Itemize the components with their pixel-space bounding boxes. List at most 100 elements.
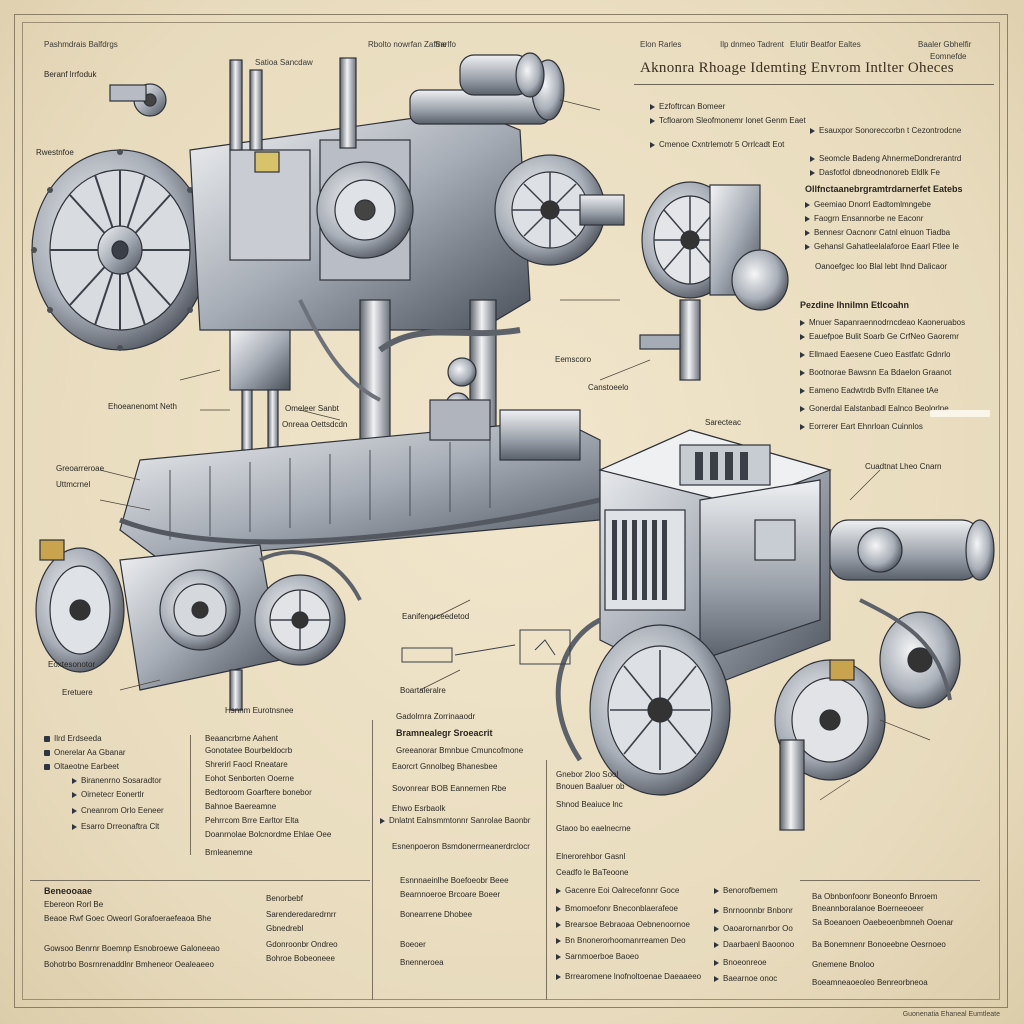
legend-row: Biranenrno Sosaradtor — [72, 776, 162, 786]
square-icon — [44, 736, 50, 742]
section-heading: Ollfnctaanebrgramtrdarnerfet Eatebs — [805, 184, 963, 194]
spec-row: Gacenre Eoi Oalrecefonnr Goce — [556, 886, 679, 896]
inner-border — [22, 22, 1000, 1000]
spec-line: Gtaoo bo eaelnecrne — [556, 824, 631, 833]
upper-turbine-assembly — [31, 52, 625, 451]
section-heading: Beneooaae — [44, 886, 93, 896]
spec-line: Pehrrcom Brre Earltor Elta — [205, 816, 299, 825]
arrow-icon — [805, 244, 810, 250]
spec-line: Sovonrear BOB Eannernen Rbe — [392, 784, 507, 793]
arrow-icon — [714, 976, 719, 982]
spec-row: Sarnmoerboe Baoeo — [556, 952, 639, 962]
header-label: Eomnefde — [930, 52, 967, 61]
spec-row: Brearsoe Bebraoaa Oebnenoornoe — [556, 920, 690, 930]
spec-line: Gdonroonbr Ondreo — [266, 940, 338, 949]
spec-row: Mnuer Sapanraennodrncdeao Kaoneruabos — [800, 318, 965, 328]
legend-row: Cneanrom Orlo Eeneer — [72, 806, 164, 816]
spec-line: Boeoer — [400, 940, 426, 949]
callout-label: Omeleer Sanbt — [285, 404, 339, 413]
arrow-icon — [714, 960, 719, 966]
arrow-icon — [556, 954, 561, 960]
arrow-icon — [556, 938, 561, 944]
header-label: Elon Rarles — [640, 40, 682, 49]
callout-label: Cuadtnat Lheo Cnarn — [865, 462, 942, 471]
spec-row: Geemiao Dnorrl Eadtomlmngebe — [805, 200, 931, 210]
arrow-icon — [800, 370, 805, 376]
header-label: Rbolto nowrfan Zaftne — [368, 40, 447, 49]
arrow-icon — [805, 230, 810, 236]
callout-label: Ehoeanenomt Neth — [108, 402, 177, 411]
arrow-icon — [800, 352, 805, 358]
spec-row: Esauxpor Sonoreccorbn t Cezontrodcne — [810, 126, 961, 136]
spec-row: Bootnorae Bawsnn Ea Bdaelon Graanot — [800, 368, 951, 378]
arrow-icon — [800, 406, 805, 412]
legend-row: Oirnetecr Eonertlr — [72, 790, 144, 800]
footer-credit: Guonenatia Ehaneal Eumtleate — [902, 1011, 1000, 1018]
inset-schematic — [401, 629, 571, 665]
spec-row: Brrearomene lnofnoltoenae Daeaaeeo — [556, 972, 701, 982]
spec-line: Esnnnaeinlhe Boefoeobr Beee — [400, 876, 509, 885]
outer-border — [14, 14, 1008, 1008]
legend-row: Ilrd Erdseeda — [44, 734, 102, 744]
header-label: Elutir Beatfor Ealtes — [790, 40, 861, 49]
spec-line: Gonotatee Bourbeldocrb — [205, 746, 293, 755]
legend-row: Esarro Drreonaftra Clt — [72, 822, 159, 832]
section-heading: Bramnealegr Sroeacrit — [396, 728, 493, 738]
arrow-icon — [800, 334, 805, 340]
callout-label: Sarecteac — [705, 418, 742, 427]
spec-row: Seomcle Badeng AhnermeDondrerantrd — [810, 154, 961, 164]
arrow-icon — [650, 104, 655, 110]
spec-row: Bnrnoonnbr Bnbonr — [714, 906, 793, 916]
side-fan-unit — [639, 181, 789, 381]
square-icon — [44, 764, 50, 770]
header-label: Sarlfo — [435, 40, 456, 49]
spec-row: Tcfloarom Sleofmonemr lonet Genm Eaet — [650, 116, 806, 126]
spec-line: Beaoe Rwf Goec Oweorl Gorafoeraefeaoa Bh… — [44, 914, 212, 923]
spec-row: Faogrn Ensannorbe ne Eaconr — [805, 214, 923, 224]
header-label: Satioa Sancdaw — [255, 58, 313, 67]
spec-row: Gonerdal Ealstanbadl Ealnco Beolorlne — [800, 404, 949, 414]
callout-label: Gadolrnra Zorrinaaodr — [396, 712, 476, 721]
arrow-icon — [714, 926, 719, 932]
spec-row: Ellmaed Eaesene Cueo Eastfatc Gdnrlo — [800, 350, 950, 360]
arrow-icon — [810, 128, 815, 134]
divider — [372, 720, 373, 1000]
callout-label: Eanifenorceedetod — [402, 612, 470, 621]
spec-row: Eauefpoe Bulit Soarb Ge CrfNeo Gaoremr — [800, 332, 959, 342]
spec-row: Eameno Eadwtrdb Bvlfn Eltanee tAe — [800, 386, 938, 396]
arrow-icon — [714, 908, 719, 914]
spec-row: Eorrerer Eart Ehnrloan Cuinnlos — [800, 422, 923, 432]
arrow-icon — [556, 974, 561, 980]
arrow-icon — [556, 888, 561, 894]
highlight-mark — [930, 410, 990, 417]
arrow-icon — [800, 320, 805, 326]
spec-row: Benorofbemem — [714, 886, 778, 896]
chassis-frame — [119, 399, 601, 561]
arrow-icon — [805, 216, 810, 222]
spec-row: Ezfoftrcan Bomeer — [650, 102, 725, 112]
arrow-icon — [650, 142, 655, 148]
spec-line: Gnemene Bnoloo — [812, 960, 875, 969]
arrow-icon — [714, 888, 719, 894]
callout-label: Hsnnm Eurotnsnee — [225, 706, 294, 715]
callout-label: Eretuere — [62, 688, 93, 697]
spec-line: Sa Boeanoen Oaebeoenbmneh Ooenar — [812, 918, 954, 927]
spec-line: Ehwo Esrbaolk — [392, 804, 446, 813]
arrow-icon — [714, 942, 719, 948]
spec-line: Shrerirl Faocl Rneatare — [205, 760, 288, 769]
callout-label: Rwestnfoe — [36, 148, 74, 157]
callout-label: Canstoeelo — [588, 383, 629, 392]
spec-row: Oaoarornanrbor Oo — [714, 924, 793, 934]
title-rule — [634, 84, 994, 85]
spec-row: Bmomoefonr Bneconblaerafeoe — [556, 904, 678, 914]
header-label: Pashmdrais Balfdrgs — [44, 40, 118, 49]
spec-line: Eohot Senborten Ooerne — [205, 774, 294, 783]
spec-row: Dnlatnt Ealnsmmtonnr Sanrolae Baonbr — [380, 816, 530, 826]
spec-note: Oanoefgec loo Blal lebt Ihnd Dalicaor — [815, 262, 948, 271]
spec-line: Doanrnolae Bolcnordme Ehlae Oee — [205, 830, 332, 839]
lower-left-gearset — [35, 539, 362, 711]
spec-line: Ceadfo le BaTeoone — [556, 868, 629, 877]
callout-label: Greoarreroae — [56, 464, 105, 473]
spec-line: Esnenpoeron Bsmdonerrneanerdrclocr — [392, 842, 530, 851]
